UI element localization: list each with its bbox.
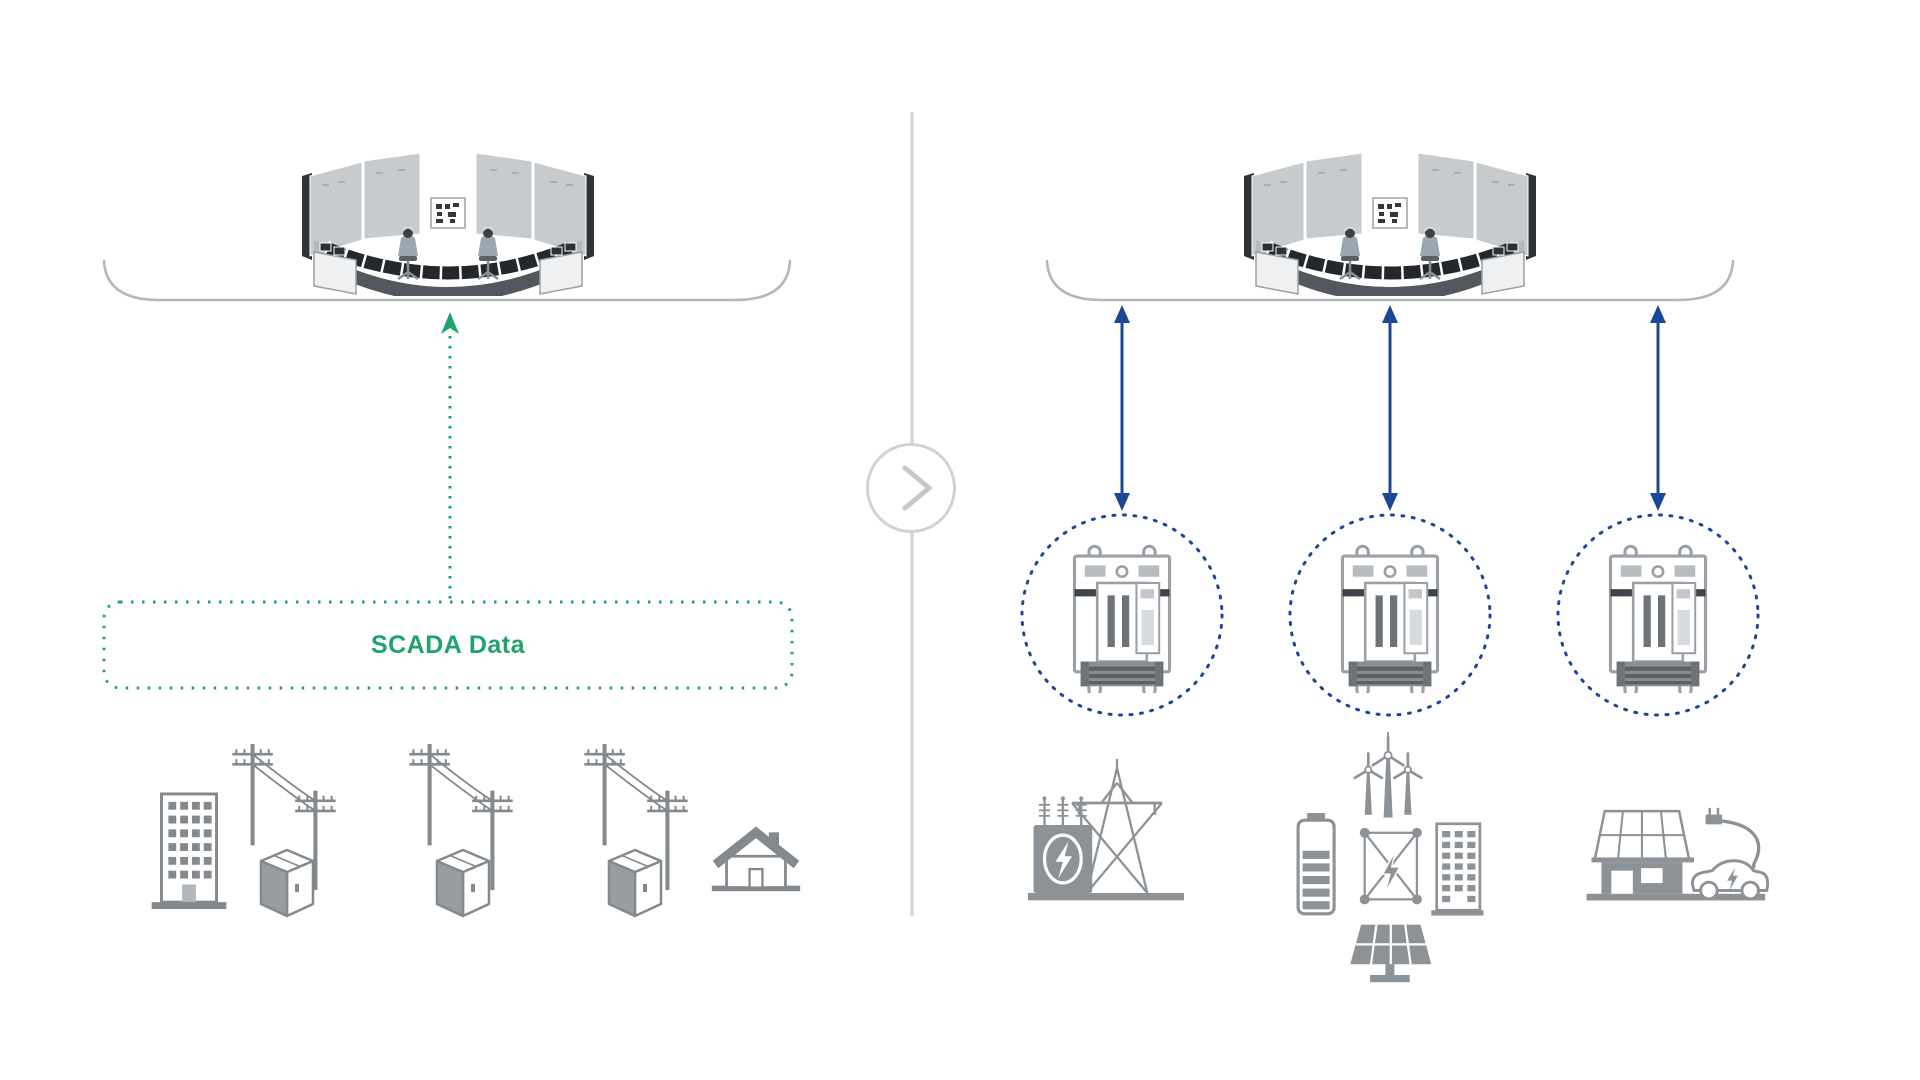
scada-data-label: SCADA Data [370,630,526,659]
office-building-icon [150,792,228,910]
substation-transmission-icon [1028,750,1184,912]
grid-edge-controller-icon [1596,537,1720,693]
bidirectional-arrow [1114,305,1130,511]
edge-device-circle [1020,513,1224,717]
edge-device-circle [1556,513,1760,717]
bracket-left [101,258,793,304]
microgrid-der-cluster-icon [1294,732,1484,984]
scada-data-box: SCADA Data [102,600,794,690]
scada-flow-arrow [441,312,459,600]
bracket-right [1044,258,1736,304]
edge-device-circle [1288,513,1492,717]
transformer-box-icon [431,846,495,920]
grid-edge-controller-icon [1060,537,1184,693]
house-icon [710,824,802,894]
bidirectional-arrow [1382,305,1398,511]
transformer-box-icon [255,846,319,920]
transformer-box-icon [603,846,667,920]
grid-edge-controller-icon [1328,537,1452,693]
solar-home-ev-icon [1576,788,1774,912]
bidirectional-arrow [1650,305,1666,511]
next-chevron-button[interactable] [866,443,956,533]
chevron-right-icon [902,465,933,511]
